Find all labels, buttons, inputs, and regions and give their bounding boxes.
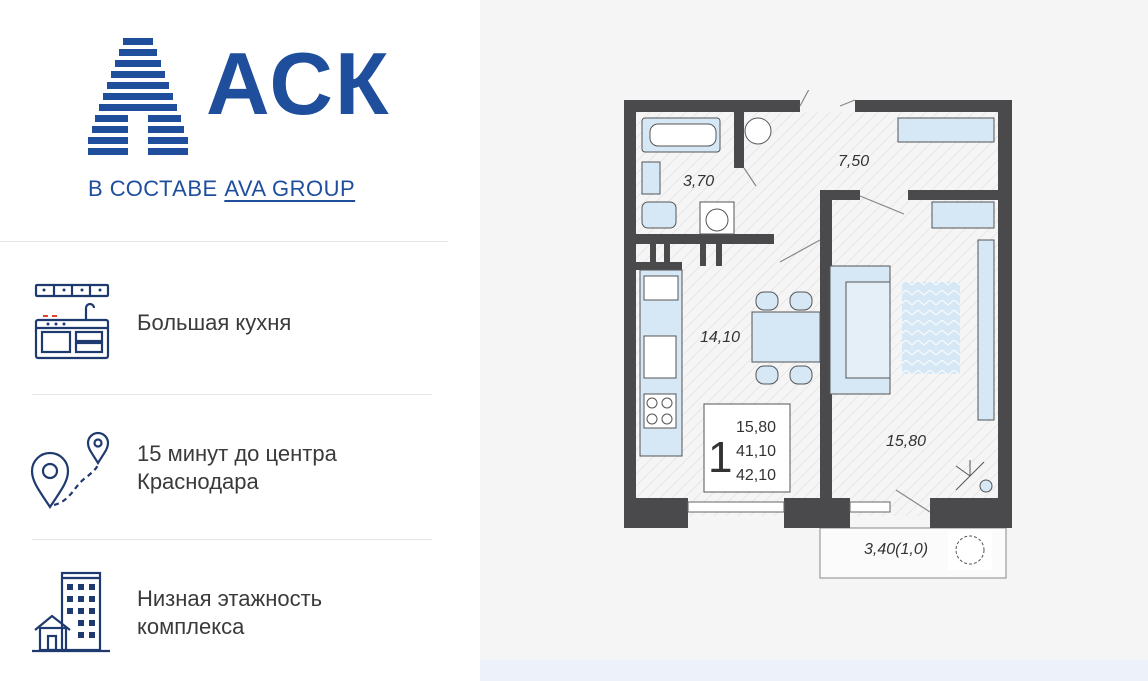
toilet xyxy=(641,201,677,229)
divider xyxy=(0,241,448,242)
washer xyxy=(744,117,772,145)
location-pin-icon xyxy=(30,431,110,509)
divider xyxy=(32,394,432,395)
ask-logo-icon xyxy=(88,38,188,156)
dining-table xyxy=(751,311,821,363)
tagline-prefix: В СОСТАВЕ xyxy=(88,176,218,201)
info-panel: АСК В СОСТАВЕ AVA GROUP Большая кухня xyxy=(0,0,480,681)
hall-area: 7,50 xyxy=(838,153,869,170)
windows xyxy=(687,501,891,513)
doors xyxy=(743,90,931,513)
balcony-area: 3,40(1,0) xyxy=(864,541,928,558)
wardrobe xyxy=(897,117,995,143)
feature-floors-line2: комплекса xyxy=(137,614,245,639)
area-summary-box xyxy=(703,403,791,493)
feature-kitchen-text: Большая кухня xyxy=(137,309,291,337)
brand-tagline: В СОСТАВЕ AVA GROUP xyxy=(88,176,355,202)
radiator xyxy=(931,201,995,229)
buildings-icon xyxy=(32,571,110,653)
total-area: 41,10 xyxy=(736,443,776,460)
tagline-group-link[interactable]: AVA GROUP xyxy=(224,176,356,201)
feature-location-line2: Краснодара xyxy=(137,469,259,494)
rooms-count: 1 xyxy=(708,433,732,482)
brand-name: АСК xyxy=(206,34,391,133)
bathroom-area: 3,70 xyxy=(683,173,714,190)
feature-floors-text: Низная этажность комплекса xyxy=(137,585,322,641)
tv-stand xyxy=(977,239,995,421)
kitchen-icon xyxy=(34,283,110,360)
divider xyxy=(32,539,432,540)
feature-kitchen-label: Большая кухня xyxy=(137,310,292,335)
feature-location-line1: 15 минут до центра xyxy=(137,441,337,466)
balcony-plant xyxy=(948,530,992,570)
feature-location-text: 15 минут до центра Краснодара xyxy=(137,440,337,496)
feature-floors-line1: Низная этажность xyxy=(137,586,323,611)
total-area-with-balcony: 42,10 xyxy=(736,467,776,484)
bedroom-area: 15,80 xyxy=(886,433,926,450)
plant xyxy=(979,479,993,493)
bottom-strip xyxy=(480,660,1148,681)
floor-plan: 3,70 7,50 14,10 15,80 3,40(1,0) 1 15,80 … xyxy=(624,90,1012,579)
kitchen-area: 14,10 xyxy=(700,329,740,346)
walls xyxy=(624,100,1012,528)
sink xyxy=(641,161,661,195)
living-area: 15,80 xyxy=(736,419,776,436)
